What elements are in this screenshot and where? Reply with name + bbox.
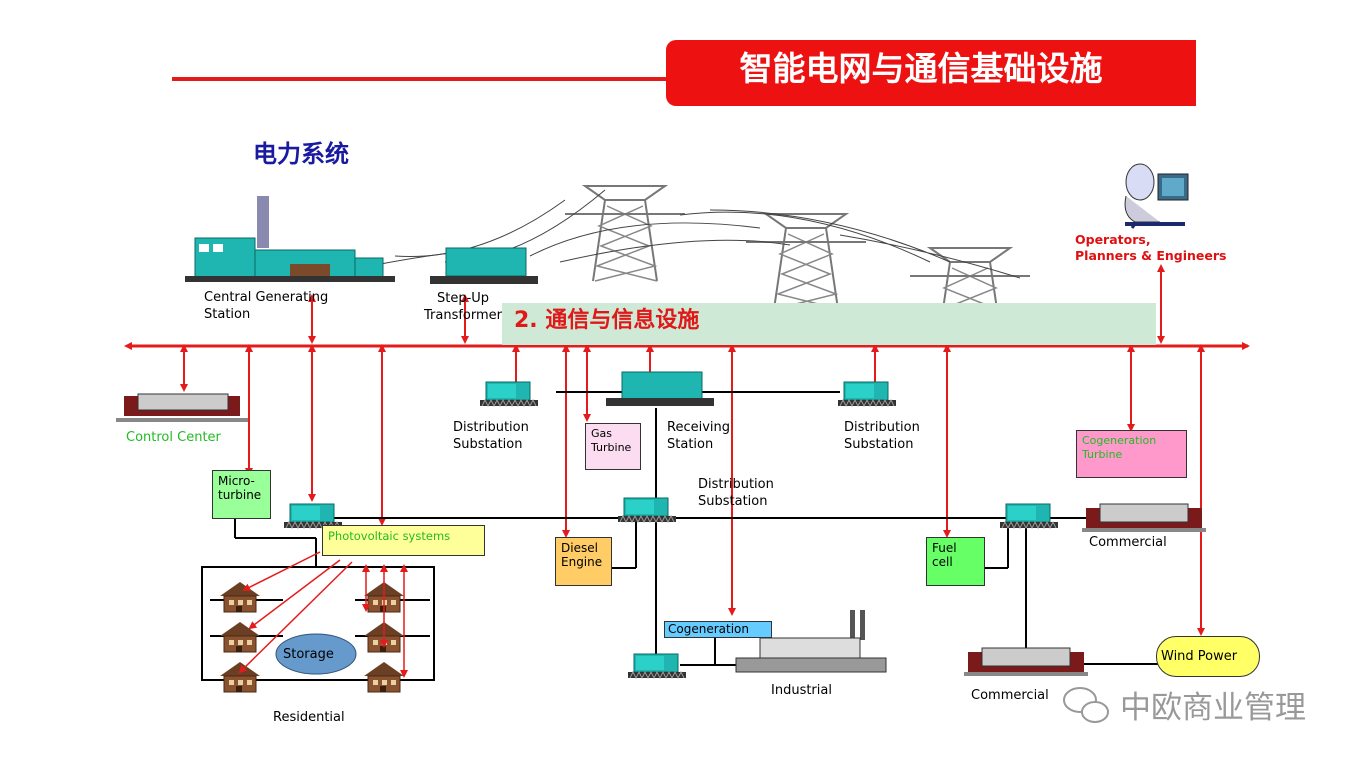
- cogeneration-turbine-box: Cogeneration Turbine: [1076, 430, 1187, 478]
- label-line: Central Generating: [204, 290, 329, 305]
- operators-line: Operators,: [1075, 232, 1151, 247]
- cogeneration-box: Cogeneration: [664, 621, 772, 638]
- label-line: Substation: [698, 494, 768, 509]
- box-line: cell: [932, 555, 953, 569]
- info-band: [502, 303, 1156, 345]
- label-line: Station: [667, 437, 714, 452]
- industrial-label: Industrial: [771, 683, 832, 698]
- label-line: Step-Up: [436, 291, 490, 306]
- comm-links: [180, 264, 1205, 636]
- gas-turbine-box: Gas Turbine: [585, 423, 641, 470]
- fuel-cell-box: Fuel cell: [926, 537, 985, 586]
- dist-sub-mid-label: Distribution Substation: [698, 476, 774, 510]
- title-banner: [666, 40, 1196, 106]
- info-band-label: 2. 通信与信息设施: [514, 308, 700, 333]
- wechat-logo-icon: [1063, 687, 1109, 723]
- section-label: 电力系统: [253, 140, 349, 168]
- operators-line: Planners & Engineers: [1075, 248, 1227, 263]
- box-line: Engine: [561, 555, 603, 569]
- label-line: Transformer: [424, 308, 503, 323]
- box-line: Turbine: [591, 441, 632, 454]
- commercial-top-label: Commercial: [1089, 535, 1167, 550]
- box-line: Cogeneration: [1082, 434, 1157, 447]
- box-line: Fuel: [932, 541, 957, 555]
- label-line: Distribution: [844, 420, 920, 435]
- box-line: Micro-: [218, 474, 255, 488]
- label-line: Distribution: [698, 477, 774, 492]
- diesel-engine-box: Diesel Engine: [555, 537, 612, 586]
- receiving-station-label: Receiving Station: [667, 419, 730, 453]
- factory-icon: [735, 610, 887, 673]
- control-center-icon: [116, 393, 248, 422]
- storage-shape: [275, 633, 357, 675]
- title-rule: [172, 77, 668, 81]
- commercial-bottom-label: Commercial: [971, 688, 1049, 703]
- commercial-building-icon: [964, 503, 1206, 676]
- central-station-label: Central Generating Station: [204, 289, 328, 323]
- operator-at-computer-icon: [1124, 163, 1189, 229]
- label-line: Station: [204, 307, 251, 322]
- residential-label: Residential: [273, 710, 345, 725]
- residential-links: [238, 551, 408, 678]
- label-line: Substation: [453, 437, 523, 452]
- wind-power-box: Wind Power: [1156, 636, 1260, 677]
- dist-sub-left-label: Distribution Substation: [453, 419, 529, 453]
- dist-sub-right-label: Distribution Substation: [844, 419, 920, 453]
- transformer-icon: [430, 247, 538, 284]
- box-line: turbine: [218, 488, 262, 502]
- operators-label: Operators, Planners & Engineers: [1075, 232, 1227, 264]
- control-center-label: Control Center: [126, 430, 221, 445]
- label-line: Substation: [844, 437, 914, 452]
- label-line: Distribution: [453, 420, 529, 435]
- residential-area: [201, 566, 435, 681]
- step-up-label: Step-Up Transformer: [424, 290, 502, 324]
- storage-label: Storage: [283, 647, 334, 662]
- micro-turbine-box: Micro- turbine: [212, 470, 271, 519]
- watermark: 中欧商业管理: [1120, 690, 1306, 726]
- box-line: Turbine: [1082, 448, 1123, 461]
- box-line: Gas: [591, 427, 612, 440]
- power-plant-icon: [185, 196, 395, 282]
- box-line: Diesel: [561, 541, 598, 555]
- photovoltaic-box: Photovoltaic systems: [322, 525, 485, 556]
- receiving-station-icon: [556, 371, 840, 406]
- label-line: Receiving: [667, 420, 731, 435]
- page-title: 智能电网与通信基础设施: [739, 49, 1103, 88]
